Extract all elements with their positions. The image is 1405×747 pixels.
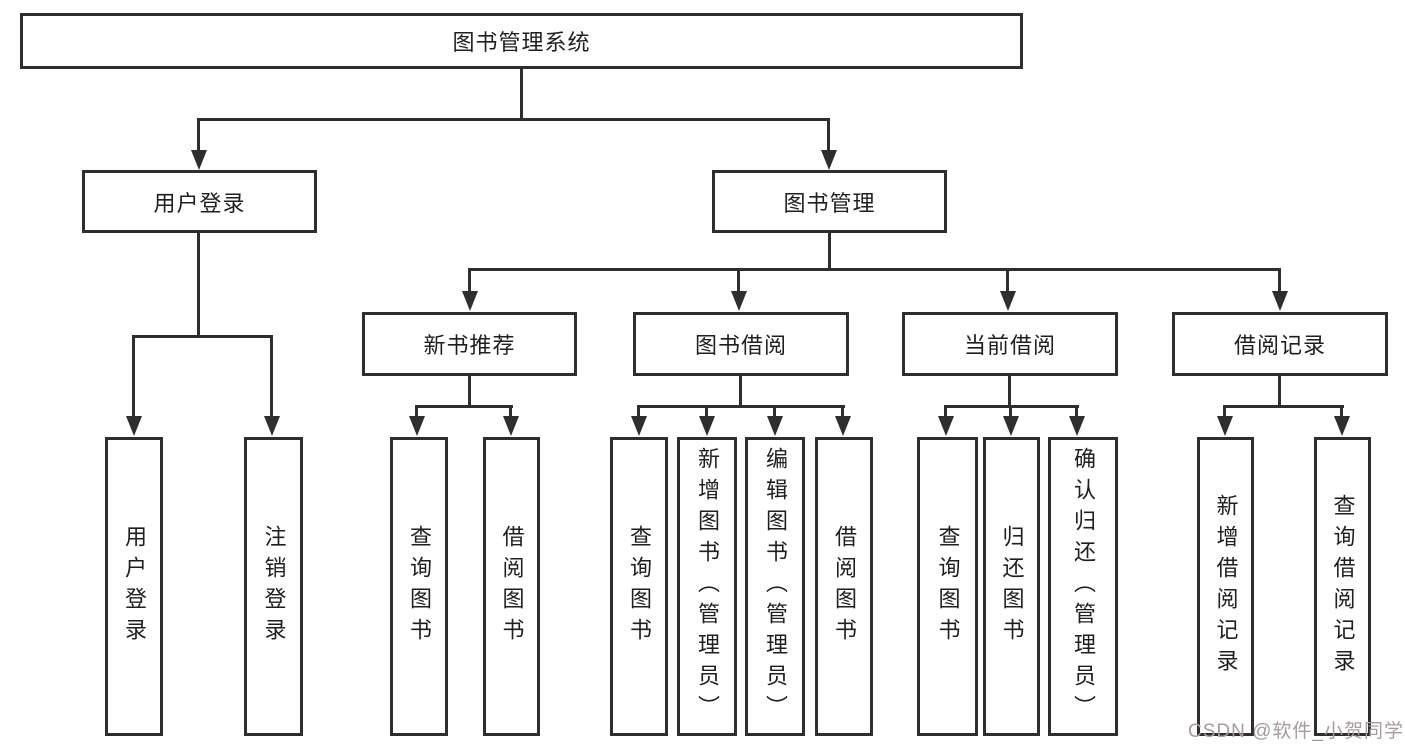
leaf-query-books-current: 查询图书 (917, 437, 978, 736)
connector-drop-leaf (132, 335, 135, 418)
connector-root-stem (520, 69, 523, 119)
arrow-down-icon (191, 150, 207, 170)
leaf-label: 新增借阅记录 (1213, 493, 1239, 680)
arrow-down-icon (1069, 416, 1085, 436)
node-book-borrow: 图书借阅 (633, 312, 849, 376)
node-user-login-label: 用户登录 (153, 190, 246, 216)
leaf-query-books-recommend: 查询图书 (390, 437, 448, 736)
connector-book-management-rail (468, 268, 1281, 271)
arrow-down-icon (731, 291, 747, 311)
node-current-borrow: 当前借阅 (902, 312, 1118, 376)
connector-book-borrow-rail (637, 405, 845, 408)
arrow-down-icon (264, 416, 280, 436)
connector-user-login-stem (197, 233, 200, 336)
leaf-label: 查询图书 (627, 524, 652, 649)
connector-root-rail (197, 118, 830, 121)
connector-user-login-rail (132, 335, 273, 338)
leaf-label: 借阅图书 (832, 524, 857, 649)
leaf-label: 用户登录 (122, 524, 147, 649)
node-book-management: 图书管理 (712, 170, 947, 233)
arrow-down-icon (462, 291, 478, 311)
node-borrow-records: 借阅记录 (1172, 312, 1388, 376)
leaf-query-borrow-record: 查询借阅记录 (1314, 437, 1371, 736)
node-user-login: 用户登录 (82, 170, 317, 233)
leaf-label: 新增图书（管理员） (695, 447, 720, 726)
connector-current-borrow-stem (1008, 376, 1011, 407)
node-root: 图书管理系统 (20, 13, 1023, 69)
arrow-down-icon (821, 150, 837, 170)
leaf-label: 编辑图书（管理员） (763, 447, 788, 726)
connector-book-borrow-stem (739, 376, 742, 407)
connector-drop-leaf (637, 405, 640, 418)
node-new-book-recommend: 新书推荐 (362, 312, 577, 376)
connector-borrow-records-rail (1223, 405, 1344, 408)
arrow-down-icon (1217, 416, 1233, 436)
leaf-label: 查询借阅记录 (1330, 493, 1356, 680)
leaf-confirm-return-admin: 确认归还（管理员） (1048, 437, 1118, 736)
connector-drop-leaf (1009, 405, 1012, 418)
arrow-down-icon (126, 416, 142, 436)
connector-drop-leaf (944, 405, 947, 418)
arrow-down-icon (938, 416, 954, 436)
leaf-label: 查询图书 (407, 524, 432, 649)
node-book-borrow-label: 图书借阅 (694, 333, 787, 358)
connector-new-book-stem (468, 376, 471, 407)
connector-drop-level3 (1006, 268, 1009, 292)
connector-drop-leaf (841, 405, 844, 418)
node-new-book-recommend-label: 新书推荐 (423, 333, 516, 358)
leaf-logout: 注销登录 (244, 437, 303, 736)
connector-drop-level3 (737, 268, 740, 292)
leaf-label: 注销登录 (261, 524, 287, 649)
watermark: CSDN @软件_小贺同学 (1188, 721, 1404, 742)
node-borrow-records-label: 借阅记录 (1233, 333, 1326, 358)
leaf-query-books-borrow: 查询图书 (610, 437, 668, 736)
connector-drop-level3 (1278, 268, 1281, 292)
node-current-borrow-label: 当前借阅 (963, 333, 1056, 358)
connector-drop-leaf (1075, 405, 1078, 418)
arrow-down-icon (699, 416, 715, 436)
arrow-down-icon (1000, 291, 1016, 311)
connector-new-book-rail (415, 405, 513, 408)
connector-drop-leaf (1340, 405, 1343, 418)
leaf-borrow-books: 借阅图书 (815, 437, 873, 736)
arrow-down-icon (835, 416, 851, 436)
leaf-add-borrow-record: 新增借阅记录 (1197, 437, 1254, 736)
connector-drop-level3 (468, 268, 471, 292)
arrow-down-icon (409, 416, 425, 436)
arrow-down-icon (1334, 416, 1350, 436)
arrow-down-icon (1003, 416, 1019, 436)
connector-drop-leaf (1223, 405, 1226, 418)
connector-drop-leaf (270, 335, 273, 418)
node-book-management-label: 图书管理 (783, 190, 876, 216)
arrow-down-icon (631, 416, 647, 436)
leaf-label: 确认归还（管理员） (1071, 447, 1096, 726)
connector-drop-book-management (827, 118, 830, 152)
leaf-add-book-admin: 新增图书（管理员） (677, 437, 737, 736)
connector-borrow-records-stem (1278, 376, 1281, 407)
arrow-down-icon (767, 416, 783, 436)
connector-book-management-stem (828, 233, 831, 270)
connector-drop-leaf (773, 405, 776, 418)
connector-drop-leaf (415, 405, 418, 418)
connector-drop-leaf (509, 405, 512, 418)
connector-drop-leaf (705, 405, 708, 418)
leaf-label: 借阅图书 (499, 524, 525, 649)
leaf-label: 归还图书 (999, 524, 1025, 649)
leaf-label: 查询图书 (935, 524, 961, 649)
node-root-label: 图书管理系统 (452, 30, 591, 55)
leaf-borrow-books-recommend: 借阅图书 (483, 437, 540, 736)
leaf-user-login: 用户登录 (105, 437, 163, 736)
leaf-edit-book-admin: 编辑图书（管理员） (745, 437, 805, 736)
leaf-return-book: 归还图书 (983, 437, 1040, 736)
connector-drop-user-login (197, 118, 200, 152)
arrow-down-icon (1272, 291, 1288, 311)
arrow-down-icon (503, 416, 519, 436)
